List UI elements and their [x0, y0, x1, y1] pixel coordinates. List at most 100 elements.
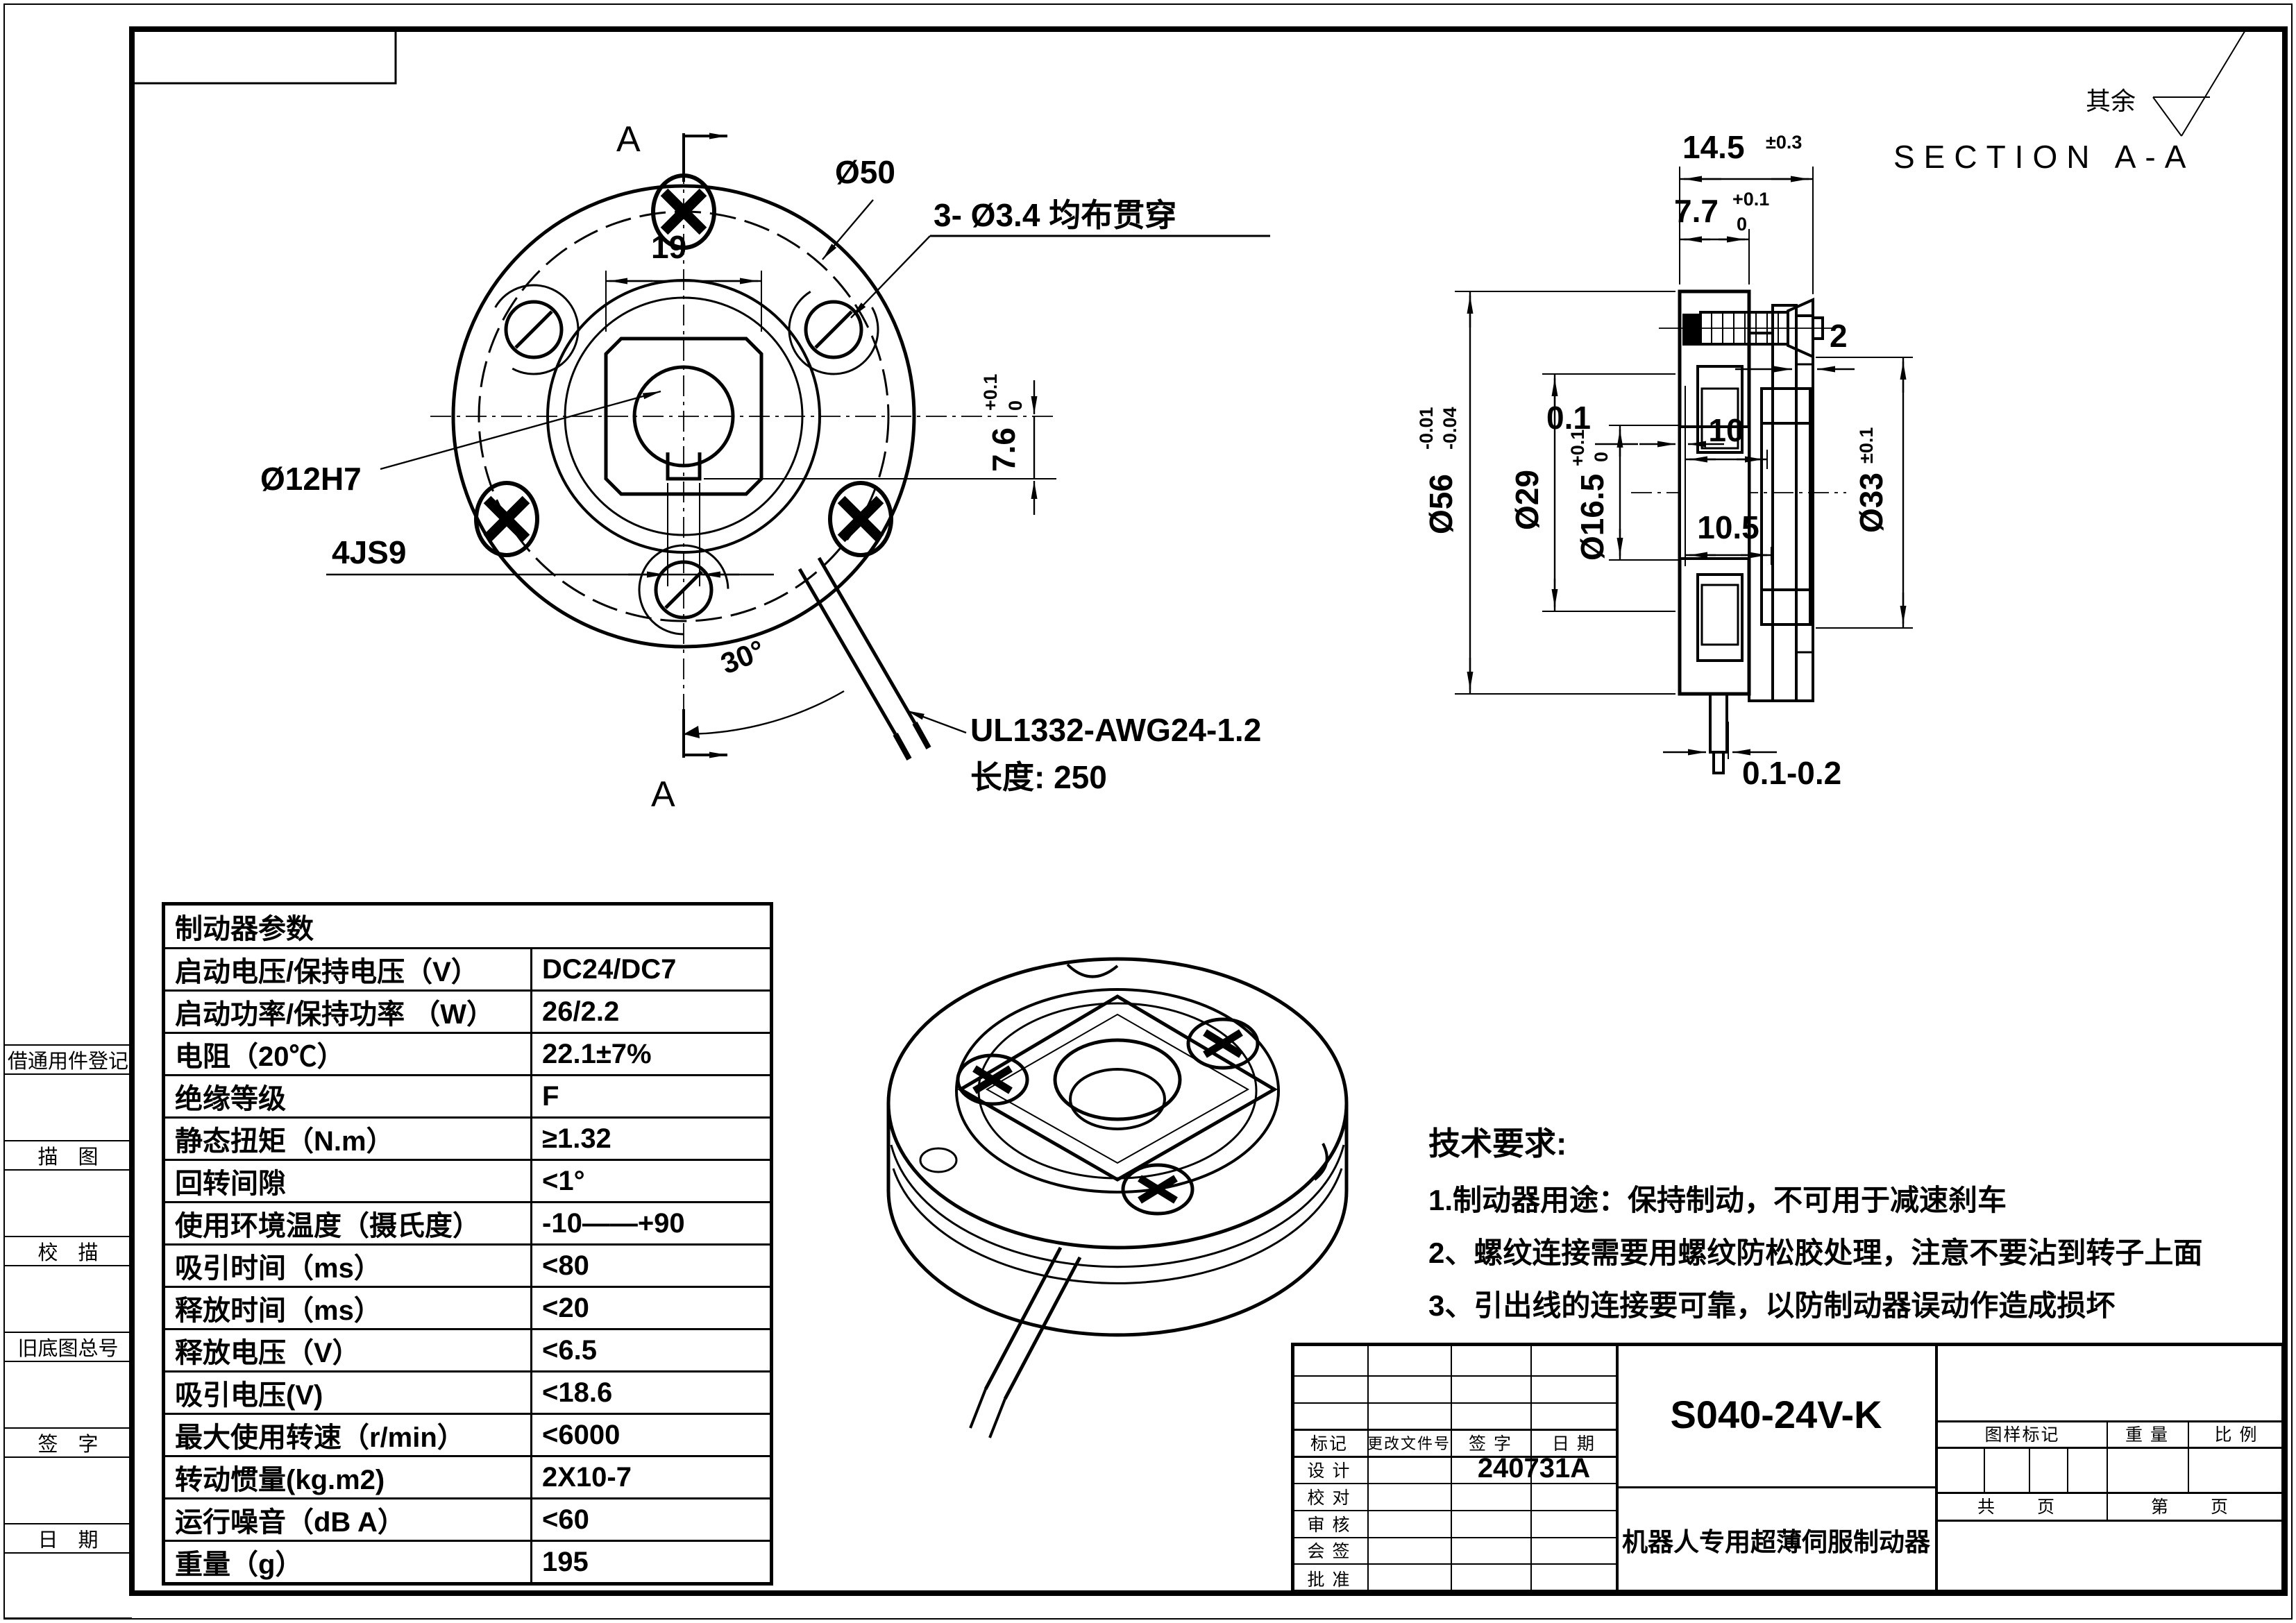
table-row: 吸引电压(V)<18.6: [162, 1370, 773, 1415]
svg-text:长度: 250: 长度: 250: [970, 759, 1107, 795]
table-row: 释放电压（V）<6.5: [162, 1328, 773, 1373]
slotted-screw-icon: [488, 284, 580, 375]
header-change-doc: 更改文件号: [1367, 1434, 1451, 1452]
svg-text:19: 19: [651, 229, 686, 265]
table-row: 回转间隙<1°: [162, 1159, 773, 1203]
svg-text:-0.01: -0.01: [1416, 407, 1437, 450]
rotor-flange: [1771, 304, 1798, 702]
header-drawing-mark: 图样标记: [1984, 1425, 2060, 1445]
svg-text:Ø33: Ø33: [1853, 473, 1889, 533]
role-approve: 批 准: [1307, 1570, 1351, 1590]
section-title: SECTION A-A: [1893, 139, 2195, 175]
surface-note-text: 其余: [2086, 87, 2136, 115]
svg-text:Ø16.5: Ø16.5: [1574, 474, 1610, 561]
roughness-icon: [2152, 28, 2247, 137]
dim-angle: 30°: [683, 634, 845, 738]
sidebar-label: 描 图: [4, 1140, 132, 1169]
header-sign: 签 字: [1469, 1434, 1512, 1454]
sidebar-label: 旧底图总号: [4, 1332, 132, 1361]
dim-gap: 0.1-0.2: [1663, 722, 1841, 791]
cut-label-bottom: A: [651, 774, 675, 815]
slotted-screw-icon: [638, 544, 729, 636]
page-number: 第 页: [2150, 1497, 2240, 1517]
dim-77: 7.7 +0.1 0: [1674, 189, 1769, 284]
cut-marker-top: A: [616, 119, 727, 182]
svg-text:+0.1: +0.1: [980, 374, 1001, 411]
table-row: 启动电压/保持电压（V）DC24/DC7: [162, 947, 773, 992]
dim-29: Ø29: [1509, 373, 1675, 612]
phillips-screw-icon: [474, 481, 539, 557]
sidebar-label: 借通用件登记: [4, 1044, 132, 1073]
svg-text:7.7: 7.7: [1674, 193, 1719, 229]
keyway-slot: [666, 452, 702, 481]
svg-text:0: 0: [1005, 400, 1026, 411]
tech-item: 3、引出线的连接要可靠，以防制动器误动作造成损坏: [1428, 1289, 2116, 1322]
dim-165: Ø16.5 +0.1 0: [1567, 425, 1680, 561]
wire-spec: UL1332-AWG24-1.2 长度: 250: [906, 709, 1261, 795]
phillips-screw-icon: [1186, 1017, 1260, 1070]
cut-marker-bottom: A: [651, 709, 727, 815]
sign-date-code: 240731A: [1477, 1452, 1591, 1484]
dim-56: Ø56 -0.01 -0.04: [1416, 291, 1675, 695]
dim-19: 19: [605, 229, 762, 332]
table-row: 静态扭矩（N.m）≥1.32: [162, 1116, 773, 1161]
params-title: 制动器参数: [162, 903, 773, 949]
svg-text:+0.1: +0.1: [1732, 189, 1769, 210]
dim-d50: Ø50: [822, 154, 895, 260]
header-scale: 比 例: [2214, 1425, 2259, 1445]
table-row: 释放时间（ms）<20: [162, 1286, 773, 1330]
coil-bottom: [1700, 584, 1739, 646]
product-name: 机器人专用超薄伺服制动器: [1622, 1528, 1930, 1556]
dim-key: 4JS9: [326, 483, 774, 586]
svg-text:±0.1: ±0.1: [1856, 427, 1877, 464]
front-view: A A 19 Ø50 3- Ø3.4 均布贯穿: [260, 119, 1270, 815]
table-row: 吸引时间（ms）<80: [162, 1243, 773, 1288]
top-left-box: [130, 28, 397, 85]
svg-text:0: 0: [1591, 452, 1612, 462]
section-view: 14.5 ±0.3 7.7 +0.1 0 2 0.1: [1416, 129, 1913, 791]
title-block: 标记 更改文件号 签 字 日 期 设 计 校 对 审 核 会 签 批 准 240…: [1291, 1343, 2285, 1593]
svg-text:7.6: 7.6: [986, 427, 1022, 472]
header-date: 日 期: [1552, 1434, 1596, 1454]
svg-text:Ø50: Ø50: [835, 154, 895, 190]
coil-top: [1700, 387, 1739, 450]
svg-text:14.5: 14.5: [1682, 129, 1745, 165]
screw: [1682, 297, 1824, 359]
slotted-screw-icon: [788, 284, 879, 375]
svg-text:4JS9: 4JS9: [332, 534, 406, 570]
svg-text:30°: 30°: [716, 634, 769, 680]
cut-label-top: A: [616, 119, 641, 160]
role-audit: 审 核: [1307, 1515, 1351, 1535]
svg-text:2: 2: [1830, 318, 1848, 354]
role-check: 校 对: [1307, 1488, 1351, 1508]
svg-text:+0.1: +0.1: [1567, 430, 1588, 466]
table-row: 转动惯量(kg.m2)2X10-7: [162, 1455, 773, 1499]
dim-105: 10.5: [1685, 509, 1772, 565]
role-design: 设 计: [1307, 1461, 1351, 1481]
phillips-screw-icon: [956, 1053, 1029, 1106]
svg-text:UL1332-AWG24-1.2: UL1332-AWG24-1.2: [970, 712, 1261, 748]
tech-item: 2、螺纹连接需要用螺纹防松胶处理，注意不要沾到转子上面: [1428, 1237, 2203, 1269]
svg-text:10.5: 10.5: [1697, 509, 1759, 545]
svg-text:0.1-0.2: 0.1-0.2: [1742, 755, 1841, 791]
table-row: 使用环境温度（摄氏度）-10——+90: [162, 1201, 773, 1246]
surface-finish-note: 其余: [2086, 28, 2247, 137]
sheet-borders: [3, 3, 2293, 1620]
svg-text:Ø29: Ø29: [1509, 470, 1545, 530]
svg-text:3- Ø3.4 均布贯穿: 3- Ø3.4 均布贯穿: [934, 197, 1176, 233]
svg-text:Ø56: Ø56: [1423, 474, 1459, 534]
iso-wires: [969, 1246, 1082, 1438]
rotor-square: [604, 337, 763, 496]
svg-text:±0.3: ±0.3: [1766, 132, 1802, 153]
header-weight: 重 量: [2125, 1425, 2169, 1445]
tech-item: 1.制动器用途：保持制动，不可用于减速刹车: [1428, 1184, 2007, 1216]
bore-circle: [632, 365, 735, 468]
brake-params-table: 制动器参数 启动电压/保持电压（V）DC24/DC7 启动功率/保持功率 （W）…: [162, 902, 773, 1586]
svg-text:0: 0: [1737, 214, 1747, 235]
dim-10: 10: [1685, 386, 1768, 566]
table-row: 电阻（20℃）22.1±7%: [162, 1032, 773, 1076]
table-row: 启动功率/保持功率 （W）26/2.2: [162, 989, 773, 1034]
